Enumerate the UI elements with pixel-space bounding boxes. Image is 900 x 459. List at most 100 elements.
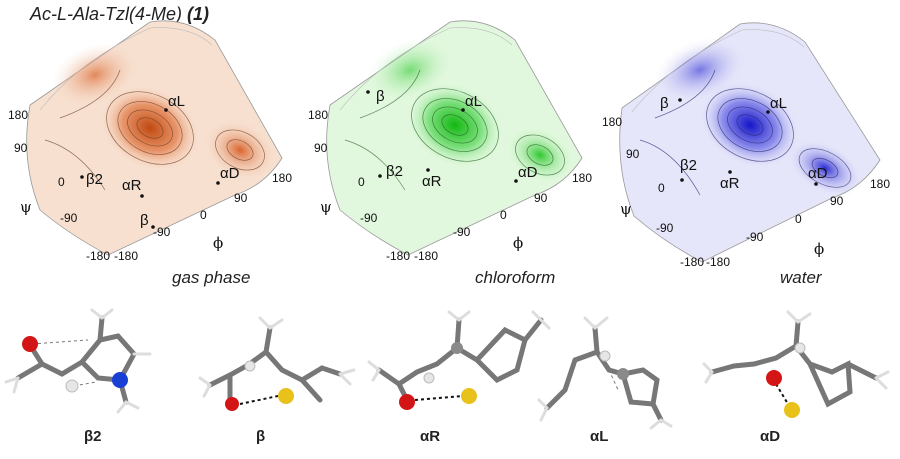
psi-tick-90: 90 bbox=[626, 147, 640, 161]
region-beta2: β2 bbox=[680, 157, 697, 174]
marker-alphaL bbox=[766, 110, 770, 114]
psi-tick-neg90: -90 bbox=[360, 211, 378, 225]
surface-ridge bbox=[339, 27, 513, 111]
psi-tick-neg180: -180 bbox=[386, 249, 410, 263]
landscape-gas-phase: 180 90 0 -90 -180 -180 -90 0 90 180 ψ ϕ … bbox=[8, 20, 292, 263]
region-alphaD: αD bbox=[518, 164, 538, 181]
carbon-atom bbox=[617, 368, 629, 380]
marker-alphaL bbox=[461, 108, 465, 112]
conformer-label-alphaL: αL bbox=[590, 428, 609, 445]
phi-tick-0: 0 bbox=[795, 212, 802, 226]
solvent-label-gas-phase: gas phase bbox=[172, 268, 251, 287]
marker-alphaD bbox=[216, 181, 220, 185]
hydrogen-atom bbox=[423, 372, 435, 384]
basin-right bbox=[203, 119, 277, 181]
solvent-label-water: water bbox=[780, 268, 822, 287]
marker-alphaD bbox=[514, 179, 518, 183]
marker-alphaD bbox=[814, 182, 818, 186]
structure-alphaR bbox=[367, 310, 551, 410]
basin-main bbox=[407, 82, 503, 168]
marker-alphaR bbox=[140, 194, 144, 198]
contour-lines bbox=[344, 69, 565, 191]
psi-tick-0: 0 bbox=[58, 175, 65, 189]
marker-beta2 bbox=[680, 178, 684, 182]
psi-tick-neg180: -180 bbox=[86, 249, 110, 263]
sulfur-atom bbox=[278, 388, 294, 404]
psi-tick-neg90: -90 bbox=[656, 221, 674, 235]
region-alphaL: αL bbox=[168, 93, 185, 110]
compound-number: (1) bbox=[187, 4, 210, 24]
phi-axis-label: ϕ bbox=[814, 240, 824, 258]
basin-left bbox=[51, 42, 139, 108]
psi-tick-180: 180 bbox=[8, 108, 28, 122]
region-beta: β bbox=[660, 95, 669, 112]
psi-tick-0: 0 bbox=[358, 175, 365, 189]
basin-main bbox=[700, 82, 800, 168]
psi-tick-90: 90 bbox=[14, 141, 28, 155]
structure-alphaD bbox=[702, 310, 890, 418]
psi-axis-label: ψ bbox=[20, 198, 32, 216]
hydrogen-atom bbox=[599, 350, 611, 362]
marker-alphaL bbox=[164, 108, 168, 112]
psi-tick-180: 180 bbox=[308, 108, 328, 122]
conformer-label-beta2: β2 bbox=[84, 428, 102, 445]
landscape-water: 180 90 0 -90 -180 -180 -90 0 90 180 ψ ϕ … bbox=[602, 22, 890, 269]
phi-tick-180: 180 bbox=[572, 171, 592, 185]
oxygen-atom bbox=[399, 394, 415, 410]
phi-tick-neg90: -90 bbox=[453, 225, 471, 239]
landscape-chloroform: 180 90 0 -90 -180 -180 -90 0 90 180 ψ ϕ … bbox=[308, 20, 592, 263]
figure-title: Ac-L-Ala-Tzl(4-Me) (1) bbox=[30, 4, 209, 25]
figure-title-text: Ac-L-Ala-Tzl(4-Me) bbox=[30, 4, 188, 24]
conformer-label-alphaD: αD bbox=[760, 428, 781, 445]
region-alphaL: αL bbox=[770, 95, 787, 112]
marker-beta2 bbox=[80, 175, 84, 179]
region-beta2: β2 bbox=[386, 163, 403, 180]
structure-beta bbox=[198, 316, 356, 411]
region-beta2: β2 bbox=[86, 171, 103, 188]
basin-left bbox=[366, 37, 454, 103]
psi-axis-label: ψ bbox=[620, 200, 632, 218]
psi-tick-neg180: -180 bbox=[680, 255, 704, 269]
phi-tick-0: 0 bbox=[200, 208, 207, 222]
oxygen-atom bbox=[225, 397, 239, 411]
conformer-label-alphaR: αR bbox=[420, 428, 441, 445]
sulfur-atom bbox=[461, 388, 477, 404]
region-beta: β bbox=[140, 212, 149, 229]
region-alphaR: αR bbox=[720, 175, 740, 192]
region-alphaD: αD bbox=[808, 165, 828, 182]
structure-beta2 bbox=[4, 308, 152, 414]
phi-tick-90: 90 bbox=[534, 191, 548, 205]
marker-beta2 bbox=[378, 174, 382, 178]
basin-right bbox=[787, 139, 863, 197]
basin-left bbox=[653, 37, 747, 103]
phi-tick-neg90: -90 bbox=[153, 225, 171, 239]
marker-beta bbox=[678, 98, 682, 102]
phi-tick-neg90: -90 bbox=[746, 230, 764, 244]
basin-main bbox=[100, 85, 200, 171]
nitrogen-atom bbox=[112, 372, 128, 388]
phi-tick-neg180: -180 bbox=[414, 249, 438, 263]
conformer-label-beta: β bbox=[256, 428, 266, 445]
psi-tick-neg90: -90 bbox=[60, 211, 78, 225]
phi-axis-label: ϕ bbox=[213, 234, 223, 252]
hydrogen-atom bbox=[244, 360, 256, 372]
psi-tick-90: 90 bbox=[314, 141, 328, 155]
phi-tick-180: 180 bbox=[870, 177, 890, 191]
psi-tick-180: 180 bbox=[602, 115, 622, 129]
phi-tick-neg180: -180 bbox=[706, 255, 730, 269]
contour-lines bbox=[639, 69, 852, 196]
region-alphaR: αR bbox=[422, 173, 442, 190]
oxygen-atom bbox=[22, 336, 38, 352]
basin-right bbox=[505, 126, 575, 184]
marker-alphaR bbox=[728, 170, 732, 174]
phi-tick-neg180: -180 bbox=[114, 249, 138, 263]
marker-beta bbox=[151, 225, 155, 229]
hydrogen-atom bbox=[794, 342, 806, 354]
phi-tick-90: 90 bbox=[830, 194, 844, 208]
solvent-label-chloroform: chloroform bbox=[475, 268, 556, 287]
sulfur-atom bbox=[784, 402, 800, 418]
carbon-atom bbox=[451, 342, 463, 354]
hydrogen-atom bbox=[65, 379, 79, 393]
phi-axis-label: ϕ bbox=[513, 234, 523, 252]
marker-beta bbox=[366, 90, 370, 94]
